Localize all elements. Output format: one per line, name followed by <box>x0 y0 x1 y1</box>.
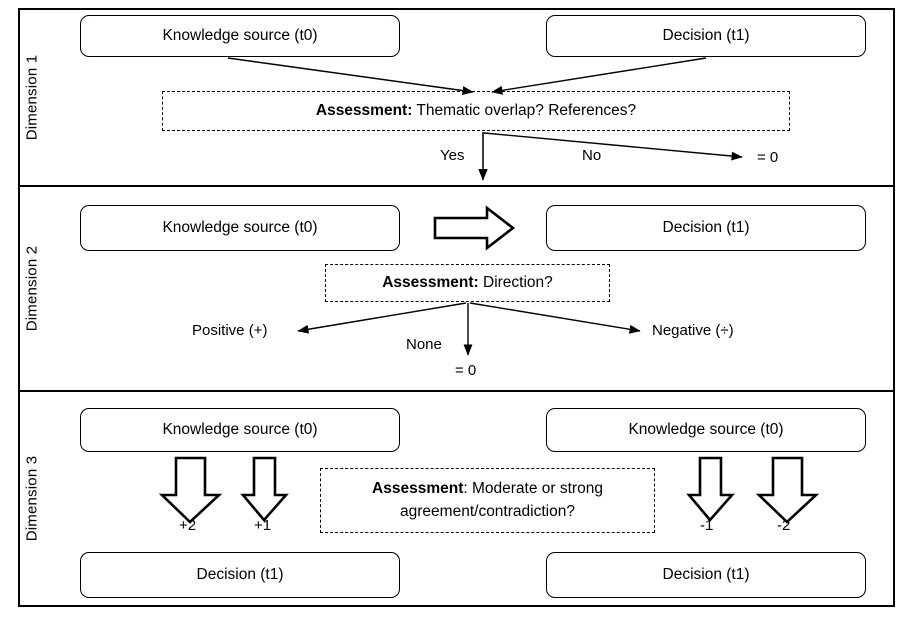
divider-dimension2-dimension3 <box>18 390 895 392</box>
d2-assessment-box[interactable]: Assessment: Direction? <box>325 264 610 302</box>
d3-assessment-bold: Assessment <box>372 480 464 498</box>
d3-score-plus1-label: +1 <box>254 517 272 534</box>
d1-no-label: No <box>582 147 602 164</box>
dimension-3-label: Dimension 3 <box>23 455 41 542</box>
divider-dimension1-dimension2 <box>18 185 895 187</box>
d3-score-minus2-label: -2 <box>777 517 791 534</box>
d2-none-label: None <box>406 336 442 353</box>
d2-negative-label: Negative (÷) <box>652 322 734 339</box>
d1-yes-label: Yes <box>440 147 465 164</box>
d3-assessment-box[interactable]: Assessment: Moderate or strong agreement… <box>320 468 655 533</box>
d3-score-minus1-label: -1 <box>700 517 714 534</box>
d2-decision-box[interactable]: Decision (t1) <box>546 205 866 251</box>
d1-assessment-rest: Thematic overlap? References? <box>412 101 637 119</box>
d1-assessment-box[interactable]: Assessment: Thematic overlap? References… <box>162 91 790 131</box>
d2-assessment-rest: Direction? <box>478 273 553 291</box>
d1-decision-box[interactable]: Decision (t1) <box>546 15 866 57</box>
d2-assessment-bold: Assessment: <box>382 273 479 291</box>
d1-zero-label: = 0 <box>757 149 779 166</box>
d1-assessment-bold: Assessment: <box>315 101 413 119</box>
d3-assessment-line1: : Moderate or strong <box>463 480 603 498</box>
d3-assessment-line2: agreement/contradiction? <box>400 502 575 520</box>
d1-knowledge-source-box[interactable]: Knowledge source (t0) <box>80 15 400 57</box>
d3-knowledge-source-box-right[interactable]: Knowledge source (t0) <box>546 408 866 452</box>
d3-decision-box-right[interactable]: Decision (t1) <box>546 552 866 598</box>
d2-knowledge-source-box[interactable]: Knowledge source (t0) <box>80 205 400 251</box>
d3-knowledge-source-box-left[interactable]: Knowledge source (t0) <box>80 408 400 452</box>
d3-score-plus2-label: +2 <box>179 517 197 534</box>
dimension-1-label: Dimension 1 <box>23 54 41 141</box>
d2-zero-label: = 0 <box>455 362 477 379</box>
d2-positive-label: Positive (+) <box>192 322 268 339</box>
dimension-2-label: Dimension 2 <box>23 245 41 332</box>
d3-decision-box-left[interactable]: Decision (t1) <box>80 552 400 598</box>
outer-frame <box>18 8 895 607</box>
